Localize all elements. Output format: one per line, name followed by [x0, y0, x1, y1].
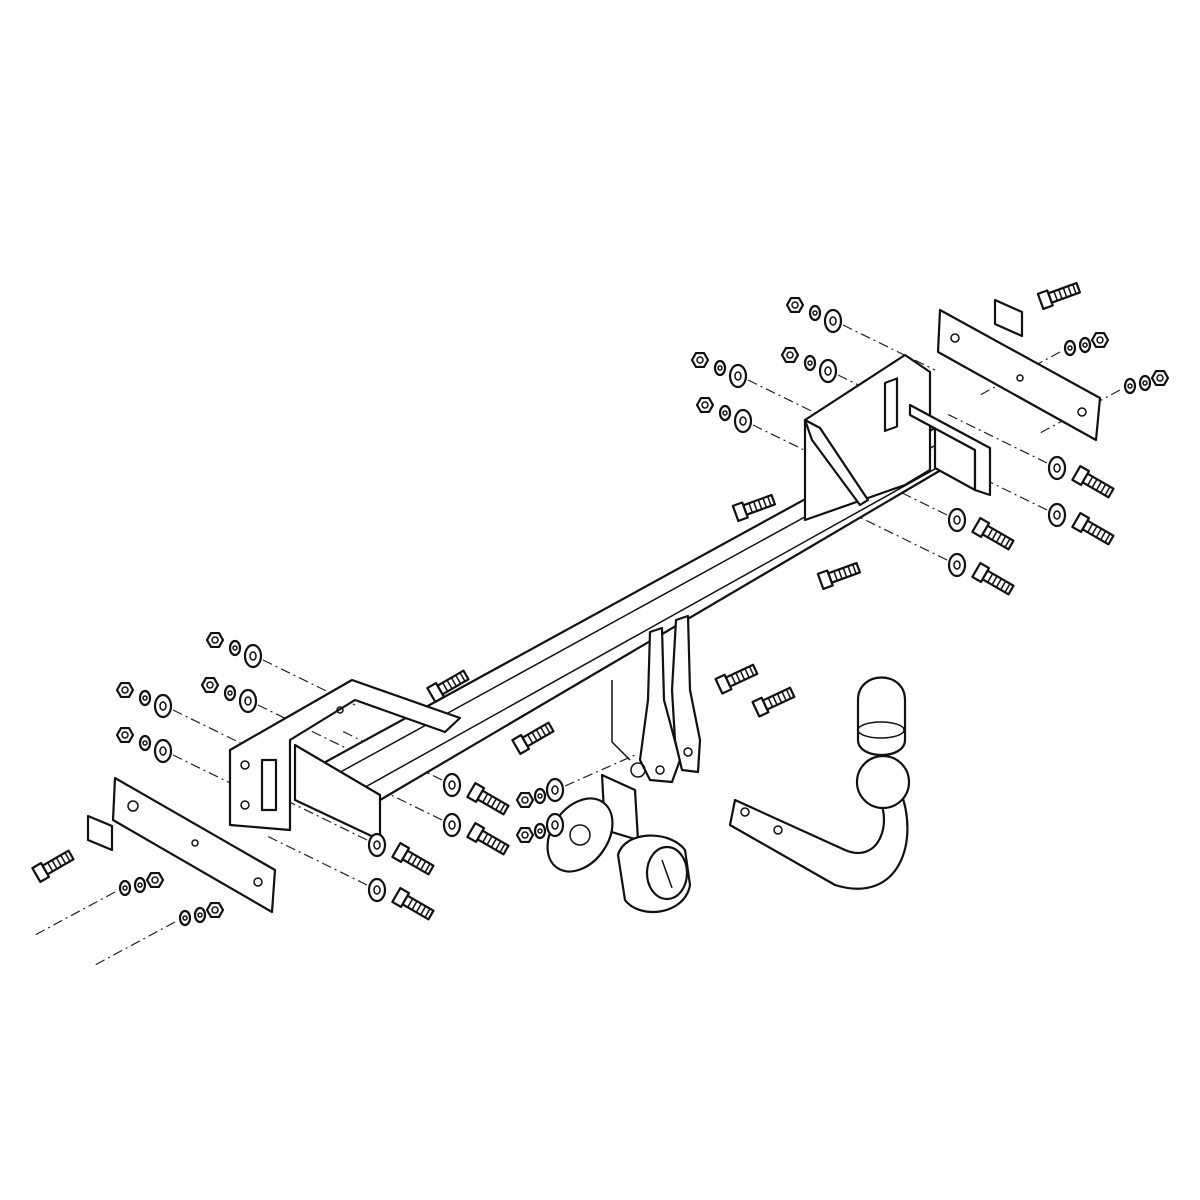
- nut-icon: [785, 296, 805, 314]
- washer-icon: [367, 877, 387, 903]
- bolt-icon: [751, 686, 796, 718]
- nut-icon: [515, 826, 535, 844]
- washer-icon: [545, 777, 565, 803]
- lock-washer-icon: [228, 639, 242, 657]
- washer-icon: [442, 772, 462, 798]
- lock-washer-icon: [533, 822, 547, 840]
- washer-icon: [243, 643, 263, 669]
- washer-icon: [442, 812, 462, 838]
- washer-icon: [728, 363, 748, 389]
- washer-icon: [1047, 502, 1067, 528]
- nut-icon: [515, 791, 535, 809]
- bolt-icon: [391, 886, 435, 921]
- lock-washer-icon: [133, 876, 147, 894]
- lock-washer-icon: [118, 879, 132, 897]
- lock-washer-icon: [808, 304, 822, 322]
- nut-icon: [145, 871, 165, 889]
- bolt-icon: [426, 669, 470, 704]
- lock-washer-icon: [533, 787, 547, 805]
- nut-icon: [780, 346, 800, 364]
- lock-washer-icon: [1123, 377, 1137, 395]
- bolt-icon: [466, 821, 510, 856]
- bolt-icon: [391, 841, 435, 876]
- left-bracket: [228, 678, 462, 842]
- washer-icon: [733, 408, 753, 434]
- nut-icon: [695, 396, 715, 414]
- washer-icon: [153, 693, 173, 719]
- bolt-icon: [1071, 511, 1115, 546]
- washer-icon: [947, 552, 967, 578]
- nut-icon: [200, 676, 220, 694]
- washer-icon: [545, 812, 565, 838]
- lock-washer-icon: [138, 734, 152, 752]
- lock-washer-icon: [803, 354, 817, 372]
- nut-icon: [115, 726, 135, 744]
- nut-icon: [690, 351, 710, 369]
- nut-icon: [205, 901, 225, 919]
- washer-icon: [818, 358, 838, 384]
- washer-icon: [153, 738, 173, 764]
- right-backing-plate: [936, 298, 1102, 442]
- lock-washer-icon: [138, 689, 152, 707]
- washer-icon: [823, 308, 843, 334]
- bolt-icon: [1036, 281, 1082, 311]
- lock-washer-icon: [178, 909, 192, 927]
- nut-icon: [115, 681, 135, 699]
- right-bracket: [803, 353, 992, 522]
- washer-icon: [1047, 455, 1067, 481]
- lock-washer-icon: [223, 684, 237, 702]
- bolt-icon: [971, 561, 1015, 596]
- lock-washer-icon: [1078, 336, 1092, 354]
- lock-washer-icon: [713, 359, 727, 377]
- tow-ball-arm: [728, 754, 911, 890]
- nut-icon: [1090, 331, 1110, 349]
- lock-washer-icon: [718, 404, 732, 422]
- ball-cap: [856, 676, 907, 757]
- socket-bracket: [546, 773, 640, 873]
- bolt-icon: [31, 849, 75, 884]
- bolt-icon: [731, 493, 777, 523]
- bolt-icon: [714, 663, 759, 695]
- electrical-socket: [616, 834, 692, 914]
- bolt-icon: [1071, 464, 1115, 499]
- nut-icon: [205, 631, 225, 649]
- washer-icon: [238, 688, 258, 714]
- bolt-icon: [466, 781, 510, 816]
- bolt-icon: [511, 721, 555, 756]
- bolt-icon: [971, 516, 1015, 551]
- hanger-plates: [611, 614, 702, 784]
- left-backing-plate: [86, 776, 277, 914]
- nut-icon: [1150, 369, 1170, 387]
- lock-washer-icon: [1138, 374, 1152, 392]
- lock-washer-icon: [1063, 339, 1077, 357]
- lock-washer-icon: [193, 906, 207, 924]
- washer-icon: [367, 832, 387, 858]
- washer-icon: [947, 507, 967, 533]
- fasteners: [31, 281, 1170, 927]
- bolt-icon: [816, 561, 862, 591]
